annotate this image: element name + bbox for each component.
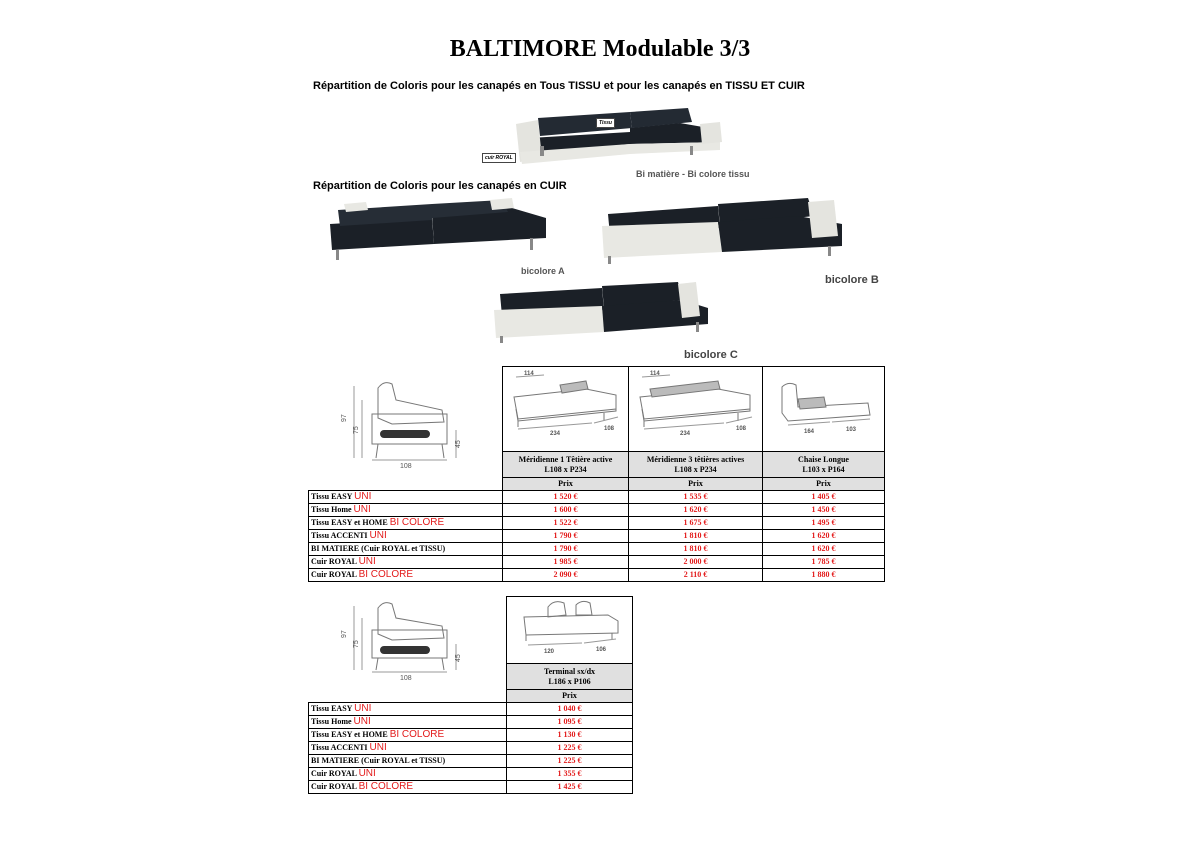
- dim-234: 234: [680, 431, 691, 437]
- dim-120: 120: [544, 649, 555, 655]
- caption-bicolore-a: bicolore A: [521, 266, 565, 276]
- dim-seat-height: 45: [455, 440, 462, 448]
- sofa-bicolore-b-image: [602, 198, 842, 264]
- col-header-chaise-longue: Chaise Longue L103 x P164: [762, 451, 885, 478]
- prix-label: Prix: [506, 689, 633, 703]
- dim-height-back: 75: [353, 426, 360, 434]
- table-row: Cuir ROYAL UNI 1 355 €: [308, 767, 633, 781]
- table-row: Tissu EASY et HOME BI COLORE 1 130 €: [308, 728, 633, 742]
- dim-height-total: 97: [341, 414, 348, 422]
- col-header-meridienne-1: Méridienne 1 Têtière active L108 x P234: [502, 451, 629, 478]
- price-table-2: 120 106 Terminal sx/dx L186 x P106 Prix …: [308, 596, 633, 794]
- dim-164: 164: [804, 429, 815, 435]
- table-row: Tissu EASY et HOME BI COLORE 1 522 € 1 6…: [308, 516, 885, 530]
- dim-height-back: 75: [353, 640, 360, 648]
- module-drawing-chaise-longue: 164 103: [762, 366, 885, 452]
- table-row: Cuir ROYAL BI COLORE 1 425 €: [308, 780, 633, 794]
- page-title: BALTIMORE Modulable 3/3: [449, 36, 751, 62]
- table-row: Tissu Home UNI 1 600 € 1 620 € 1 450 €: [308, 503, 885, 517]
- dim-depth: 108: [400, 463, 412, 470]
- caption-bi-matiere: Bi matière - Bi colore tissu: [636, 169, 750, 179]
- table-row: Tissu EASY UNI 1 040 €: [308, 702, 633, 716]
- dim-103: 103: [846, 427, 857, 433]
- caption-bicolore-c: bicolore C: [684, 349, 738, 361]
- col-header-meridienne-3: Méridienne 3 têtières actives L108 x P23…: [628, 451, 763, 478]
- table-row: Cuir ROYAL BI COLORE 2 090 € 2 110 € 1 8…: [308, 568, 885, 582]
- table-row: Tissu EASY UNI 1 520 € 1 535 € 1 405 €: [308, 490, 885, 504]
- heading-leather-colors: Répartition de Coloris pour les canapés …: [313, 180, 567, 192]
- tag-tissu: Tissu: [596, 118, 615, 128]
- table-row: Cuir ROYAL UNI 1 985 € 2 000 € 1 785 €: [308, 555, 885, 569]
- prix-label: Prix: [762, 477, 885, 491]
- tag-cuir-royal: cuir ROYAL: [482, 153, 516, 163]
- table-row: BI MATIERE (Cuir ROYAL et TISSU) 1 790 €…: [308, 542, 885, 556]
- module-drawing-terminal: 120 106: [506, 596, 633, 664]
- price-table-1: 114 234 108 114 234 108: [308, 366, 885, 582]
- table-row: Tissu Home UNI 1 095 €: [308, 715, 633, 729]
- dim-108: 108: [604, 426, 615, 432]
- dim-114: 114: [650, 371, 660, 377]
- side-profile-diagram: 97 75 45 108: [341, 382, 462, 470]
- table-row: BI MATIERE (Cuir ROYAL et TISSU) 1 225 €: [308, 754, 633, 768]
- caption-bicolore-b: bicolore B: [825, 274, 879, 286]
- col-header-terminal: Terminal sx/dx L186 x P106: [506, 663, 633, 690]
- module-drawing-meridienne-1: 114 234 108: [502, 366, 629, 452]
- sofa-bi-matiere-image: [516, 108, 722, 164]
- prix-label: Prix: [628, 477, 763, 491]
- table-row: Tissu ACCENTI UNI 1 225 €: [308, 741, 633, 755]
- module-drawing-meridienne-3: 114 234 108: [628, 366, 763, 452]
- dim-114: 114: [524, 371, 534, 377]
- dim-seat-height: 45: [455, 654, 462, 662]
- dim-depth: 108: [400, 675, 412, 682]
- heading-fabric-colors: Répartition de Coloris pour les canapés …: [313, 80, 805, 92]
- prix-label: Prix: [502, 477, 629, 491]
- dim-height-total: 97: [341, 630, 348, 638]
- sofa-bicolore-c-image: [494, 282, 708, 343]
- dim-106: 106: [596, 647, 607, 653]
- table-row: Tissu ACCENTI UNI 1 790 € 1 810 € 1 620 …: [308, 529, 885, 543]
- side-profile-diagram-2: 97 75 45 108: [341, 602, 462, 682]
- sofa-bicolore-a-image: [330, 198, 546, 260]
- dim-108: 108: [736, 426, 747, 432]
- dim-234: 234: [550, 431, 561, 437]
